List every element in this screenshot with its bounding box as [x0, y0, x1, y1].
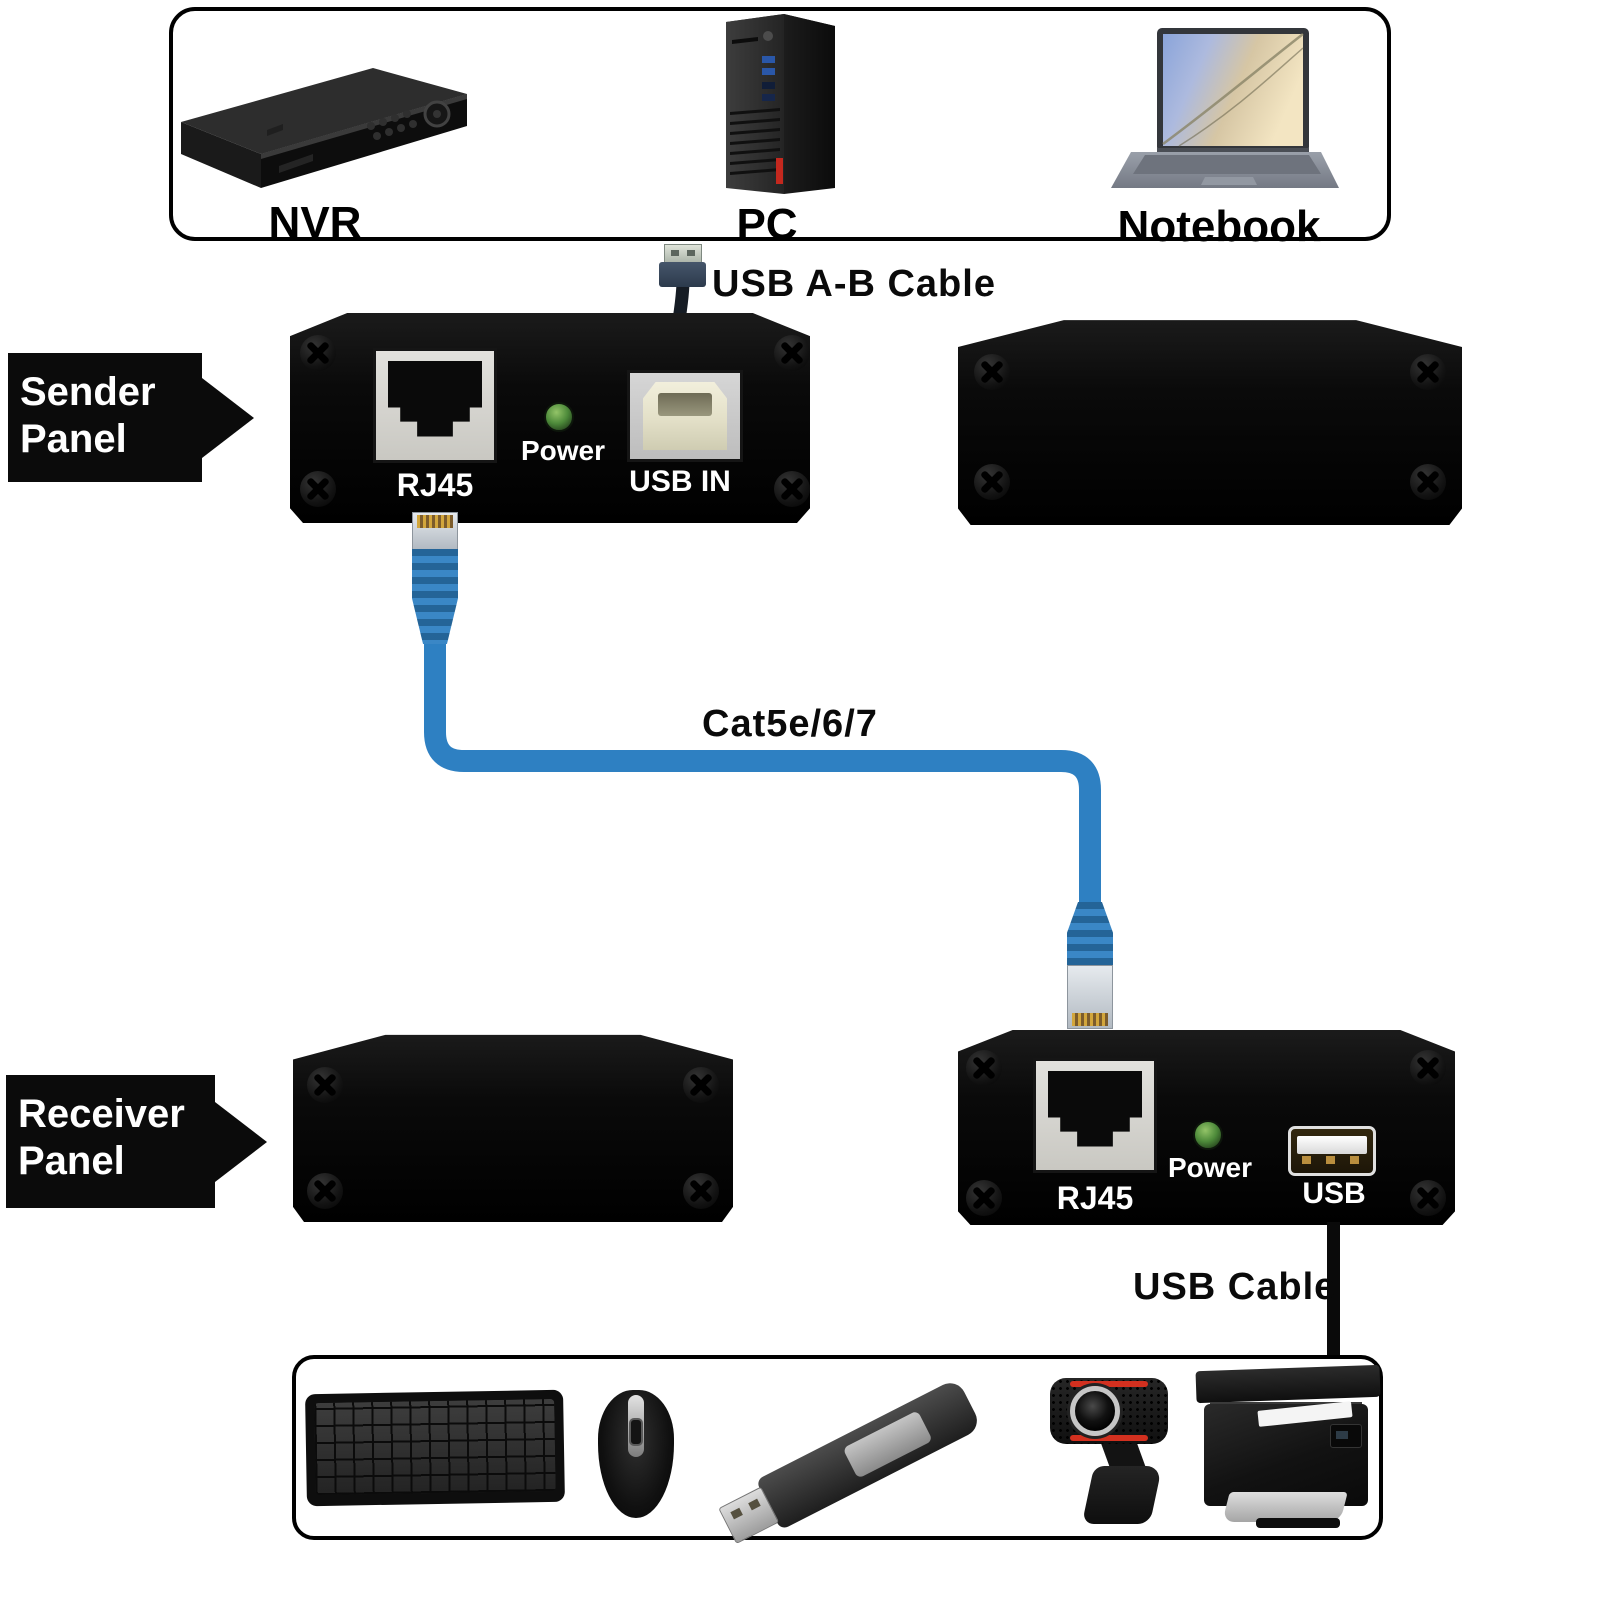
screw-icon: [300, 471, 336, 507]
printer-control-panel: [1330, 1424, 1362, 1448]
screw-icon: [683, 1067, 719, 1103]
arrow-right-icon: [215, 1101, 267, 1182]
screw-icon: [307, 1067, 343, 1103]
screw-icon: [1410, 1050, 1446, 1086]
usb-cable: [1327, 1222, 1340, 1356]
mouse-icon: [598, 1390, 674, 1518]
usb-b-jack-opening: [643, 382, 727, 450]
usb-a-connector-icon: [664, 244, 702, 264]
webcam-lens: [1070, 1386, 1120, 1436]
screw-icon: [774, 471, 810, 507]
receiver-extender-panel: RJ45 Power USB: [958, 1030, 1455, 1225]
rj45-plug-boot: [1067, 902, 1113, 966]
usb-a-tongue: [1296, 1136, 1368, 1154]
rj45-plug-icon: [1067, 965, 1113, 1029]
screw-icon: [1410, 464, 1446, 500]
pc-label: PC: [736, 200, 798, 249]
screw-icon: [974, 354, 1010, 390]
rj45-plug-boot: [412, 549, 458, 644]
webcam-clip: [1081, 1466, 1163, 1524]
sender-power-label: Power: [520, 435, 606, 466]
power-led-icon: [1193, 1120, 1223, 1150]
printer-lid: [1195, 1364, 1381, 1404]
sender-tag-line1: Sender: [20, 370, 156, 414]
usb-a-plug-body: [659, 262, 706, 287]
receiver-tag-line1: Receiver: [18, 1092, 185, 1136]
usb-flash-drive-icon: [718, 1377, 1018, 1545]
cat-cable-label: Cat5e/6/7: [702, 703, 878, 745]
usb-b-port-icon: [627, 370, 743, 462]
screw-icon: [966, 1180, 1002, 1216]
rj45-plug-icon: [412, 512, 458, 550]
receiver-rj45-label: RJ45: [1056, 1180, 1134, 1216]
rj45-jack-opening: [388, 361, 482, 437]
screw-icon: [1410, 1180, 1446, 1216]
screw-icon: [683, 1173, 719, 1209]
screw-icon: [974, 464, 1010, 500]
power-led-icon: [544, 402, 574, 432]
sender-tag-line2: Panel: [20, 417, 127, 461]
notebook-label: Notebook: [1117, 202, 1321, 251]
rj45-jack-opening: [1048, 1071, 1142, 1147]
flash-drive-body: [718, 1377, 983, 1545]
usb-cable-label: USB Cable: [1133, 1266, 1337, 1308]
sender-panel-tag: Sender Panel: [8, 353, 254, 482]
sender-usb-in-label: USB IN: [629, 465, 731, 498]
usb-a-pins: [1302, 1156, 1362, 1165]
printer-icon: [1195, 1360, 1384, 1534]
screw-icon: [307, 1173, 343, 1209]
flash-drive-slider: [842, 1410, 933, 1479]
printer-tray-shadow: [1256, 1518, 1340, 1528]
sender-rj45-label: RJ45: [396, 467, 474, 503]
rj45-port-icon: [1033, 1058, 1157, 1173]
receiver-extender-back: [293, 1034, 733, 1222]
receiver-tag-line2: Panel: [18, 1139, 125, 1183]
webcam-icon: [1050, 1370, 1168, 1532]
receiver-usb-label: USB: [1302, 1177, 1366, 1210]
screw-icon: [300, 335, 336, 371]
nvr-label: NVR: [268, 198, 362, 247]
screw-icon: [774, 335, 810, 371]
screw-icon: [1410, 354, 1446, 390]
arrow-right-icon: [202, 377, 254, 458]
screw-icon: [966, 1050, 1002, 1086]
rj45-port-icon: [373, 348, 497, 463]
receiver-power-label: Power: [1167, 1152, 1253, 1183]
usb-ab-cable-label: USB A-B Cable: [712, 263, 996, 305]
keyboard-icon: [305, 1389, 565, 1507]
receiver-panel-tag: Receiver Panel: [6, 1075, 267, 1208]
sender-extender-back: [958, 320, 1462, 525]
usb-a-port-icon: [1288, 1126, 1376, 1176]
sender-extender-panel: RJ45 Power USB IN: [290, 313, 810, 523]
